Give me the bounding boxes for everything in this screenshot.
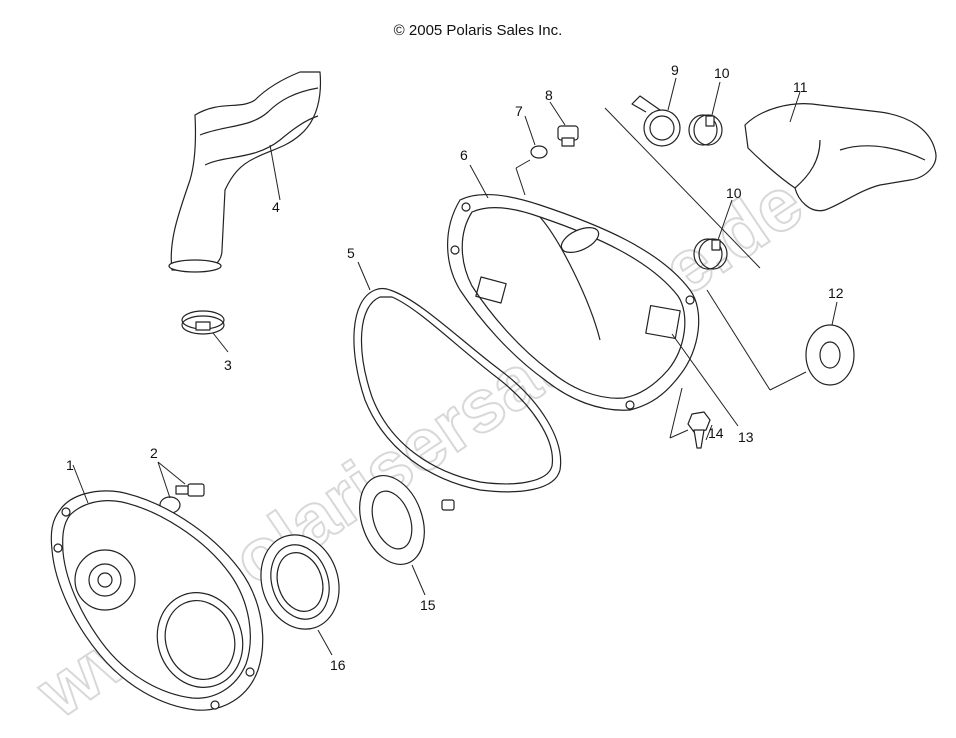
hose-clamp (181, 310, 229, 353)
callout-3: 3 (224, 357, 232, 373)
intake-boot (744, 91, 937, 212)
o-ring (515, 115, 548, 196)
bolt (669, 387, 713, 449)
callout-10-lower: 10 (726, 185, 742, 201)
leader-13 (671, 333, 739, 427)
hose-clamp-upper (688, 81, 723, 146)
clutch-housing (447, 164, 700, 411)
cover-seal (260, 534, 340, 656)
hose-clamp-lower (693, 199, 733, 270)
callout-10-top: 10 (714, 65, 730, 81)
intake-duct (168, 71, 322, 273)
cover-bolts (157, 461, 205, 514)
callout-12: 12 (828, 285, 844, 301)
callout-11: 11 (793, 79, 808, 95)
copyright-notice: © 2005 Polaris Sales Inc. (393, 22, 563, 39)
duct-adapter (604, 77, 761, 269)
callout-2: 2 (150, 445, 158, 461)
callout-7: 7 (515, 103, 523, 119)
callout-6: 6 (460, 147, 468, 163)
drive-belt (353, 261, 562, 493)
callout-4: 4 (272, 199, 280, 215)
callout-16: 16 (330, 657, 346, 673)
callout-5: 5 (347, 245, 355, 261)
inner-cover (50, 464, 264, 711)
callout-15: 15 (420, 597, 436, 613)
callout-1: 1 (66, 457, 74, 473)
drain-plug (549, 101, 579, 147)
callout-8: 8 (545, 87, 553, 103)
callout-13: 13 (738, 429, 754, 445)
callout-14: 14 (708, 425, 724, 441)
cover-plate (359, 474, 455, 596)
washer (706, 289, 855, 391)
callout-9: 9 (671, 62, 679, 78)
